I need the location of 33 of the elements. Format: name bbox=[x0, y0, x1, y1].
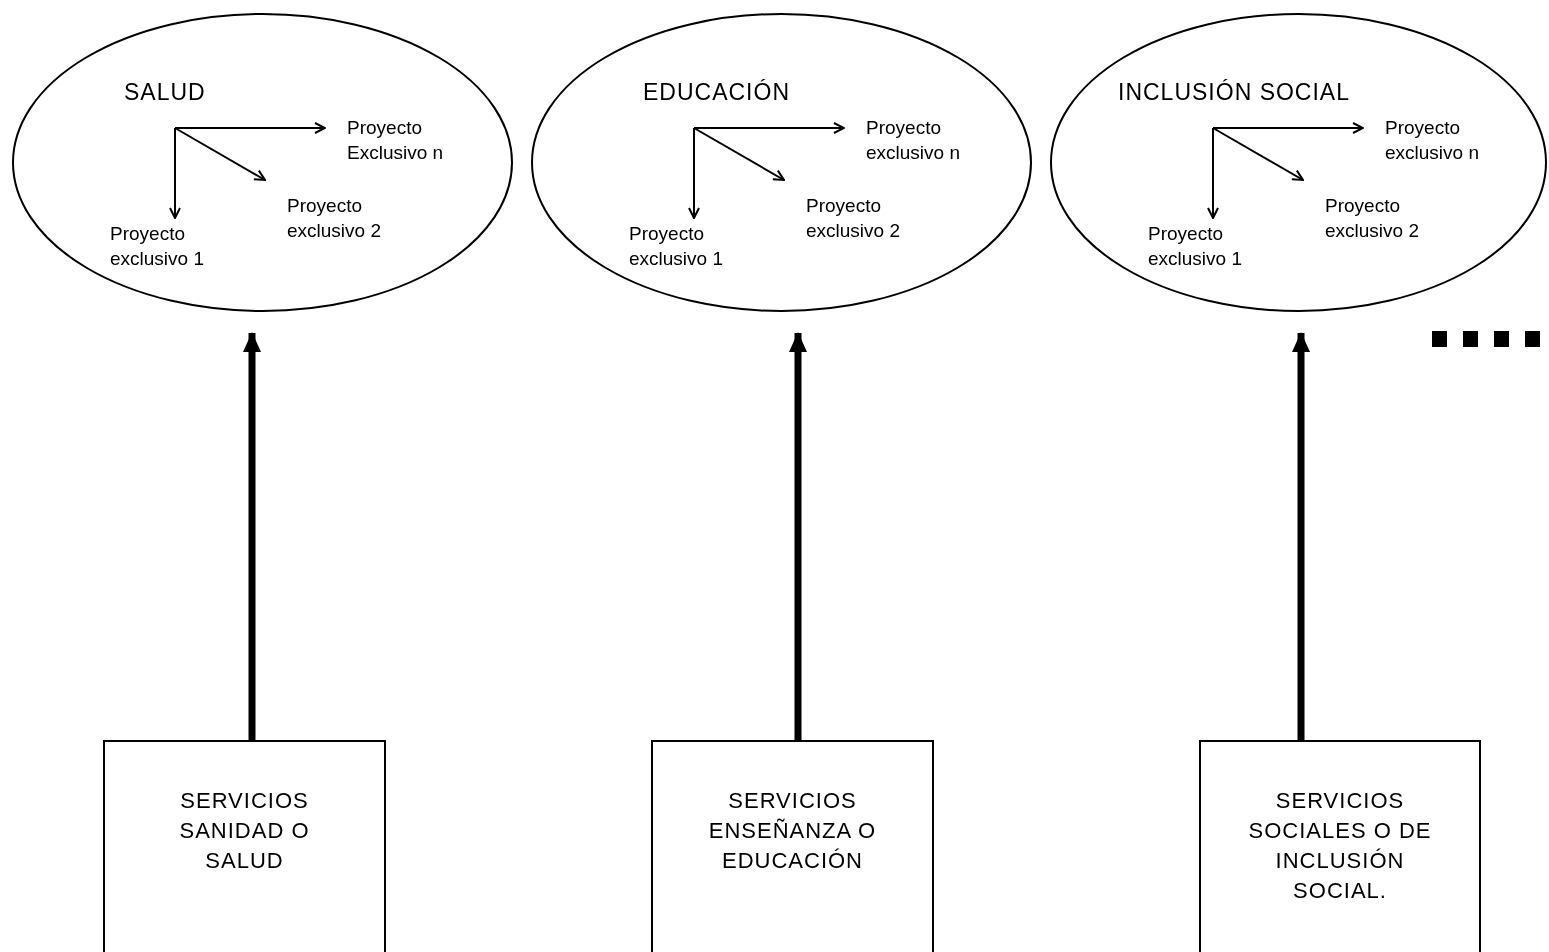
service-box bbox=[103, 740, 386, 952]
project-label: Proyecto exclusivo n bbox=[866, 115, 1016, 165]
service-box bbox=[651, 740, 934, 952]
arrow bbox=[1212, 127, 1304, 181]
project-label: Proyecto exclusivo 1 bbox=[110, 221, 260, 271]
arrow bbox=[1292, 332, 1310, 740]
arrow bbox=[688, 127, 700, 219]
ellipse-title: SALUD bbox=[124, 79, 206, 106]
arrow bbox=[1207, 127, 1219, 219]
ellipse-title: EDUCACIÓN bbox=[643, 79, 790, 106]
ellipse-node bbox=[1050, 13, 1547, 312]
project-label: Proyecto exclusivo 2 bbox=[1325, 193, 1475, 243]
arrow bbox=[693, 127, 785, 181]
service-box bbox=[1199, 740, 1481, 952]
project-label: Proyecto exclusivo n bbox=[1385, 115, 1535, 165]
arrow bbox=[174, 122, 326, 134]
arrow bbox=[789, 332, 807, 740]
ellipse-node bbox=[12, 13, 513, 312]
arrow bbox=[693, 122, 845, 134]
arrow bbox=[243, 332, 261, 740]
arrow bbox=[169, 127, 181, 219]
service-text: SERVICIOS ENSEÑANZA O EDUCACIÓN bbox=[707, 787, 878, 875]
arrow bbox=[174, 127, 266, 181]
project-label: Proyecto exclusivo 1 bbox=[1148, 221, 1298, 271]
ellipse-node bbox=[531, 13, 1032, 312]
service-text: SERVICIOS SANIDAD O SALUD bbox=[178, 787, 311, 875]
service-text: SERVICIOS SOCIALES O DE INCLUSIÓN SOCIAL. bbox=[1247, 787, 1433, 905]
arrow bbox=[1212, 122, 1364, 134]
ellipse-title: INCLUSIÓN SOCIAL bbox=[1118, 79, 1350, 106]
project-label: Proyecto exclusivo 1 bbox=[629, 221, 779, 271]
project-label: Proyecto Exclusivo n bbox=[347, 115, 497, 165]
project-label: Proyecto exclusivo 2 bbox=[806, 193, 956, 243]
project-label: Proyecto exclusivo 2 bbox=[287, 193, 437, 243]
